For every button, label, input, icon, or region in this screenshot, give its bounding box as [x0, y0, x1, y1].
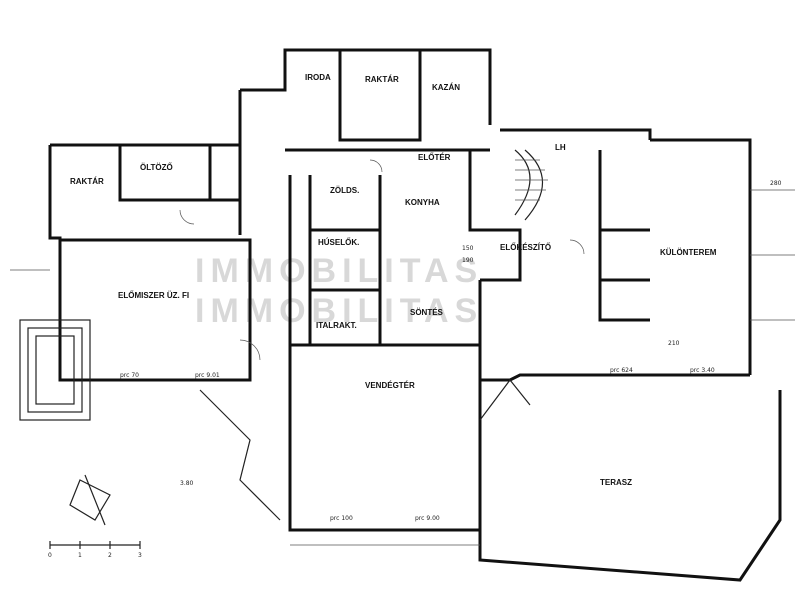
room-oltozo: ÖLTÖZŐ: [140, 163, 173, 172]
room-vendegter: VENDÉGTÉR: [365, 381, 415, 390]
scale-0: 0: [48, 552, 52, 559]
room-raktar-left: RAKTÁR: [70, 177, 104, 186]
watermark-line-1: IMMOBILITAS: [195, 252, 483, 290]
dim-280: 280: [770, 180, 782, 187]
dim-prc340: prc 3.40: [690, 367, 715, 374]
dim-prc901: prc 9.01: [195, 372, 220, 379]
dim-150: 150: [462, 245, 474, 252]
room-kazan: KAZÁN: [432, 83, 460, 92]
room-iroda: IRODA: [305, 73, 331, 82]
dim-prc70: prc 70: [120, 372, 139, 379]
scale-bar: 0 1 2 3: [48, 541, 142, 559]
scale-1: 1: [78, 552, 82, 559]
room-kulonterem: KÜLÖNTEREM: [660, 248, 717, 257]
dim-190: 190: [462, 257, 474, 264]
dim-210: 210: [668, 340, 680, 347]
room-italraktar: ITALRAKT.: [316, 321, 357, 330]
scale-3: 3: [138, 552, 142, 559]
room-etkezo: ELŐKÉSZÍTŐ: [500, 243, 551, 252]
room-raktar-top: RAKTÁR: [365, 75, 399, 84]
room-elomiser: ELŐMISZER ÜZ. FI: [118, 291, 189, 300]
north-arrow-icon: [69, 474, 111, 526]
dim-prc624: prc 624: [610, 367, 633, 374]
dim-prc100: prc 100: [330, 515, 353, 522]
room-konyha: KONYHA: [405, 198, 440, 207]
dim-prc900: prc 9.00: [415, 515, 440, 522]
dimension-lines: [10, 189, 795, 546]
room-eloter: ELŐTÉR: [418, 153, 451, 162]
bay-windows: [199, 379, 531, 521]
room-zoldseg: ZÖLDS.: [330, 186, 359, 195]
interior-stairs: [514, 149, 548, 221]
room-huselok: HÚSELŐK.: [318, 238, 359, 247]
walls: [48, 48, 782, 582]
room-sontes: SÖNTÉS: [410, 308, 444, 317]
entrance-stairs: [19, 319, 91, 421]
room-terasz: TERASZ: [600, 478, 632, 487]
dim-380: 3.80: [180, 480, 194, 487]
scale-2: 2: [108, 552, 112, 559]
room-lh: LH: [555, 143, 566, 152]
door-swings: [179, 159, 585, 361]
watermark-line-2: IMMOBILITAS: [195, 292, 483, 330]
